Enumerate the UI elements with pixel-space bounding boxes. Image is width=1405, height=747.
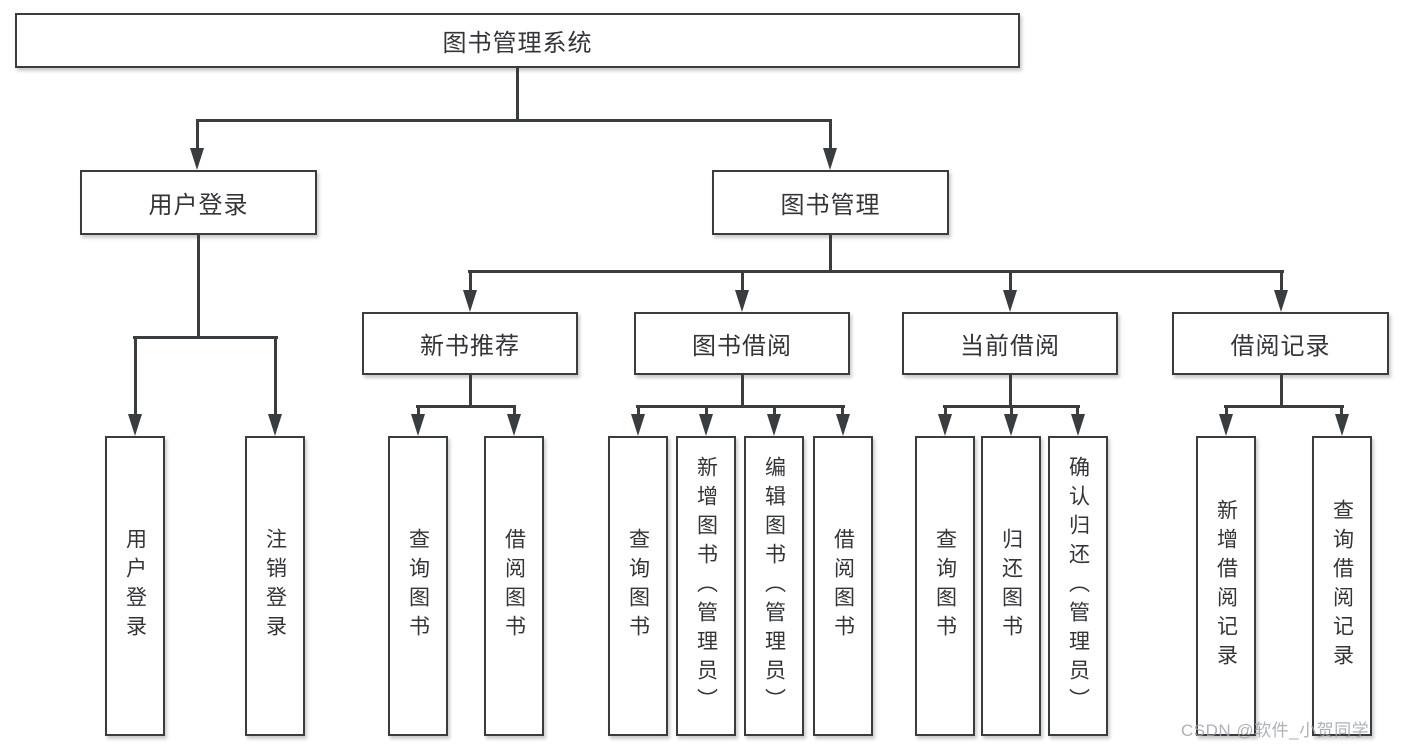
connector-stem <box>1010 405 1013 416</box>
connector-root-vertical <box>516 68 519 122</box>
connector-stem <box>1340 405 1343 416</box>
arrow-down-icon <box>699 414 713 436</box>
leaf-query-books-recommend: 查询图书 <box>388 436 448 736</box>
connector-user-login-horizontal <box>133 336 278 339</box>
arrow-down-icon <box>1219 414 1233 436</box>
connector-borrow-vertical <box>741 375 744 408</box>
node-book-borrow: 图书借阅 <box>634 312 850 375</box>
connector-records-horizontal <box>1224 405 1344 408</box>
leaf-query-borrow-record: 查询借阅记录 <box>1312 436 1372 736</box>
connector-stem <box>741 270 744 292</box>
connector-records-vertical <box>1280 375 1283 408</box>
connector-stem <box>944 405 947 416</box>
connector-stem <box>829 119 832 150</box>
connector-stem <box>513 405 516 416</box>
connector-stem <box>274 336 277 416</box>
node-book-management: 图书管理 <box>712 170 949 235</box>
connector-stem <box>469 270 472 292</box>
connector-book-mgmt-vertical <box>829 235 832 273</box>
node-library-system: 图书管理系统 <box>15 13 1020 68</box>
leaf-query-books-current: 查询图书 <box>915 436 975 736</box>
leaf-borrow-books-recommend: 借阅图书 <box>484 436 544 736</box>
leaf-user-login: 用户登录 <box>105 436 165 736</box>
arrow-down-icon <box>411 414 425 436</box>
connector-stem <box>773 405 776 416</box>
arrow-down-icon <box>1004 414 1018 436</box>
connector-recommend-horizontal <box>416 405 516 408</box>
connector-stem <box>1009 270 1012 292</box>
arrow-down-icon <box>735 290 749 312</box>
arrow-down-icon <box>836 414 850 436</box>
leaf-confirm-return-admin: 确认归还（管理员） <box>1048 436 1108 736</box>
node-borrow-records: 借阅记录 <box>1172 312 1389 375</box>
arrow-down-icon <box>823 148 837 170</box>
connector-stem <box>1225 405 1228 416</box>
connector-current-vertical <box>1009 375 1012 408</box>
arrow-down-icon <box>1335 414 1349 436</box>
arrow-down-icon <box>631 414 645 436</box>
connector-stem <box>1076 405 1079 416</box>
connector-borrow-horizontal <box>636 405 845 408</box>
arrow-down-icon <box>938 414 952 436</box>
leaf-return-books: 归还图书 <box>981 436 1041 736</box>
arrow-down-icon <box>1003 290 1017 312</box>
arrow-down-icon <box>1274 290 1288 312</box>
csdn-watermark: CSDN @软件_小贺同学 <box>1181 721 1370 740</box>
arrow-down-icon <box>128 414 142 436</box>
arrow-down-icon <box>268 414 282 436</box>
connector-stem <box>134 336 137 416</box>
leaf-borrow-books: 借阅图书 <box>813 436 873 736</box>
connector-root-horizontal <box>196 119 832 122</box>
arrow-down-icon <box>507 414 521 436</box>
node-new-book-recommend: 新书推荐 <box>362 312 578 375</box>
leaf-logout: 注销登录 <box>245 436 305 736</box>
connector-stem <box>637 405 640 416</box>
leaf-query-books-borrow: 查询图书 <box>608 436 668 736</box>
arrow-down-icon <box>767 414 781 436</box>
connector-book-mgmt-horizontal <box>468 270 1284 273</box>
connector-user-login-vertical <box>197 235 200 339</box>
arrow-down-icon <box>463 290 477 312</box>
connector-stem <box>705 405 708 416</box>
node-current-borrow: 当前借阅 <box>902 312 1118 375</box>
connector-stem <box>1280 270 1283 292</box>
leaf-add-books-admin: 新增图书（管理员） <box>676 436 736 736</box>
leaf-add-borrow-record: 新增借阅记录 <box>1196 436 1256 736</box>
connector-stem <box>841 405 844 416</box>
connector-stem <box>417 405 420 416</box>
leaf-edit-books-admin: 编辑图书（管理员） <box>744 436 804 736</box>
connector-stem <box>196 119 199 150</box>
arrow-down-icon <box>190 148 204 170</box>
arrow-down-icon <box>1071 414 1085 436</box>
node-user-login: 用户登录 <box>80 170 317 235</box>
connector-recommend-vertical <box>469 375 472 408</box>
